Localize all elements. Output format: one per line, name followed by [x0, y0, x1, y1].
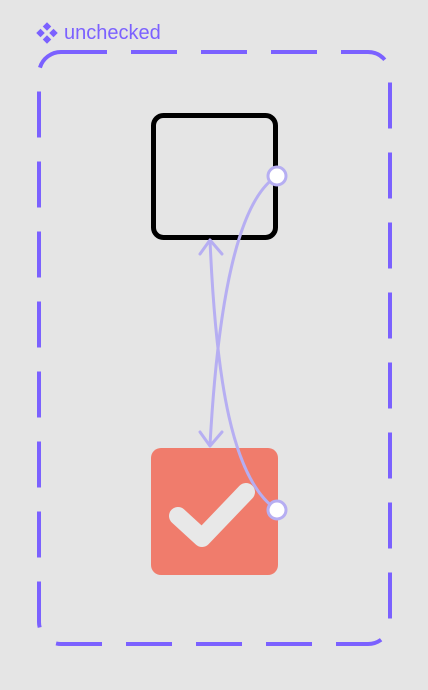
checkmark-icon [169, 483, 255, 547]
component-set-name: unchecked [64, 22, 161, 44]
variant-checked[interactable] [151, 448, 278, 575]
connection-unchecked-to-checked[interactable] [208, 174, 278, 446]
checkbox-unchecked[interactable] [151, 113, 278, 240]
variant-unchecked[interactable] [151, 113, 278, 240]
component-diamond-icon [36, 22, 58, 44]
component-set-frame[interactable] [37, 50, 392, 646]
arrowhead-up-icon [198, 238, 224, 256]
checkbox-checked[interactable] [151, 448, 278, 575]
connection-checked-to-unchecked[interactable] [208, 239, 278, 512]
connection-handle-checked[interactable] [266, 499, 288, 521]
arrowhead-down-icon [198, 430, 224, 448]
component-set-label[interactable]: unchecked [36, 20, 161, 46]
connection-handle-unchecked[interactable] [266, 165, 288, 187]
